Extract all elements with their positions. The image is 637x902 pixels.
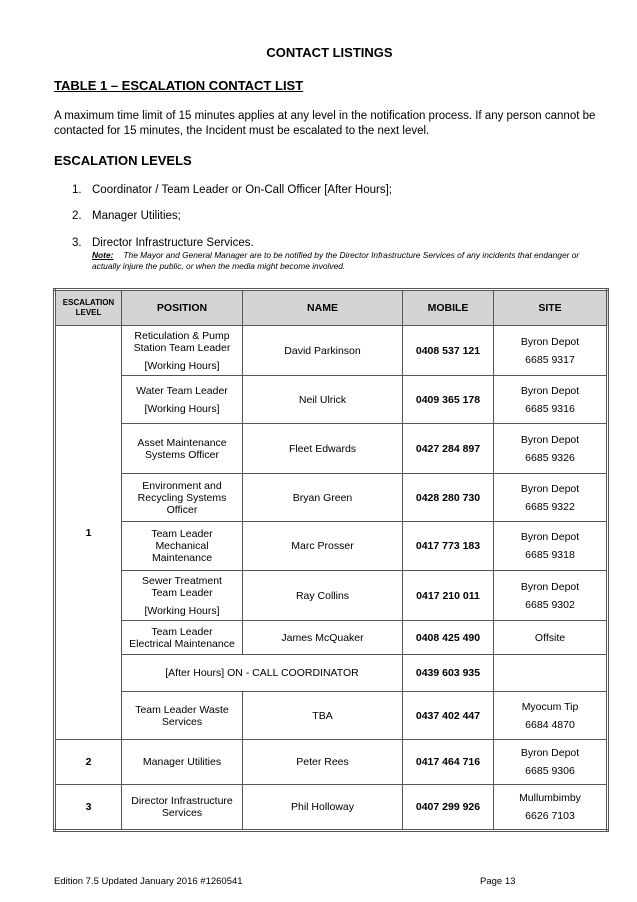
page-title: CONTACT LISTINGS xyxy=(266,45,393,60)
escalation-level-item: 3. Director Infrastructure Services. xyxy=(72,237,254,249)
position-cell: Manager Utilities xyxy=(121,739,243,785)
level-cell: 1 xyxy=(54,325,122,740)
escalation-level-item: 1. Coordinator / Team Leader or On-Call O… xyxy=(72,184,392,196)
mobile-cell: 0417 464 716 xyxy=(402,739,494,785)
note-text: The Mayor and General Manager are to be … xyxy=(92,250,580,271)
mobile-cell: 0437 402 447 xyxy=(402,691,494,740)
escalation-level-item: 2. Manager Utilities; xyxy=(72,210,181,222)
mobile-cell: 0439 603 935 xyxy=(402,654,494,692)
table-row-after-hours: [After Hours] ON - CALL COORDINATOR 0439… xyxy=(55,654,608,692)
name-cell: Fleet Edwards xyxy=(242,423,403,474)
table-heading: TABLE 1 – ESCALATION CONTACT LIST xyxy=(54,78,304,93)
list-number: 2. xyxy=(72,210,82,222)
table-row: Water Team Leader[Working Hours] Neil Ul… xyxy=(55,375,608,424)
mobile-cell: 0417 773 183 xyxy=(402,521,494,571)
name-cell: Bryan Green xyxy=(242,473,403,522)
header-position: POSITION xyxy=(121,289,243,326)
table-row: 2 Manager Utilities Peter Rees 0417 464 … xyxy=(54,739,608,785)
position-cell: Water Team Leader[Working Hours] xyxy=(121,375,243,424)
level-cell: 3 xyxy=(54,784,122,831)
list-text: Director Infrastructure Services. xyxy=(92,237,254,249)
note: Note:The Mayor and General Manager are t… xyxy=(92,250,607,272)
name-cell: Marc Prosser xyxy=(242,521,403,571)
name-cell: Neil Ulrick xyxy=(242,375,403,424)
intro-paragraph: A maximum time limit of 15 minutes appli… xyxy=(54,110,596,137)
mobile-cell: 0417 210 011 xyxy=(402,570,494,621)
name-cell: Phil Holloway xyxy=(242,784,403,831)
escalation-levels-heading: ESCALATION LEVELS xyxy=(54,153,192,168)
list-text: Coordinator / Team Leader or On-Call Off… xyxy=(92,184,392,196)
list-number: 3. xyxy=(72,237,82,249)
mobile-cell: 0409 365 178 xyxy=(402,375,494,424)
after-hours-label: [After Hours] ON - CALL COORDINATOR xyxy=(121,654,403,692)
footer-edition: Edition 7.5 Updated January 2016 #126054… xyxy=(54,876,243,887)
note-label: Note: xyxy=(92,250,114,260)
header-name: NAME xyxy=(242,289,403,326)
name-cell: Ray Collins xyxy=(242,570,403,621)
mobile-cell: 0407 299 926 xyxy=(402,784,494,831)
mobile-cell: 0427 284 897 xyxy=(402,423,494,474)
list-number: 1. xyxy=(72,184,82,196)
name-cell: TBA xyxy=(242,691,403,740)
site-cell: Offsite xyxy=(493,620,608,655)
list-text: Manager Utilities; xyxy=(92,210,181,222)
name-cell: David Parkinson xyxy=(242,325,403,376)
mobile-cell: 0408 537 121 xyxy=(402,325,494,376)
name-cell: James McQuaker xyxy=(242,620,403,655)
header-site: SITE xyxy=(493,289,608,326)
mobile-cell: 0428 280 730 xyxy=(402,473,494,522)
site-cell xyxy=(493,654,608,692)
level-cell: 2 xyxy=(54,739,122,785)
mobile-cell: 0408 425 490 xyxy=(402,620,494,655)
header-mobile: MOBILE xyxy=(402,289,494,326)
name-cell: Peter Rees xyxy=(242,739,403,785)
footer-page-number: Page 13 xyxy=(480,876,516,887)
